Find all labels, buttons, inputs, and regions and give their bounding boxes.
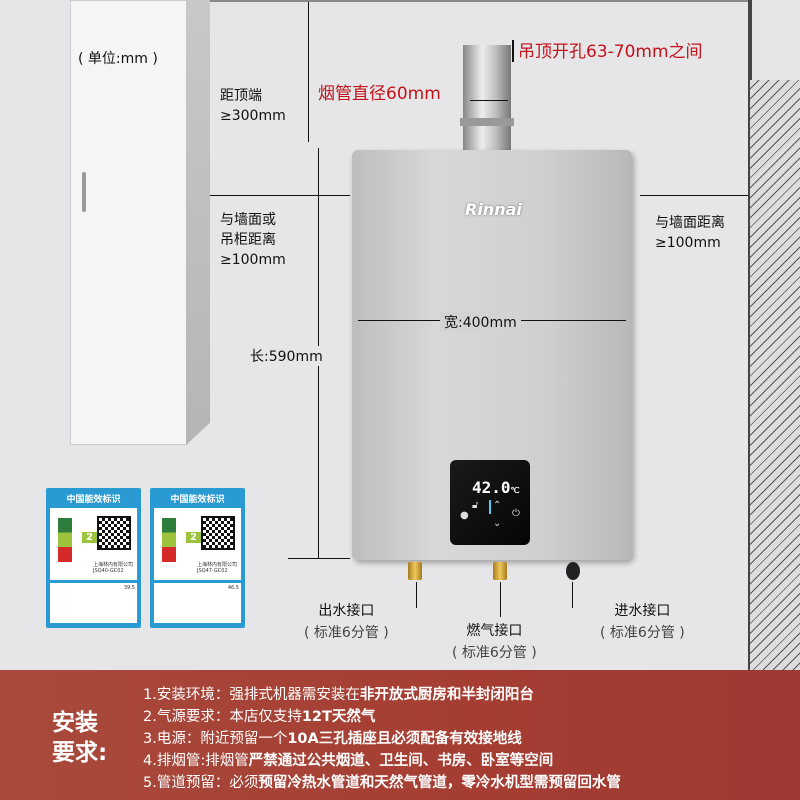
- outlet-leader: [416, 582, 417, 608]
- brand-logo: Rinnai: [465, 200, 522, 219]
- length-label: 长:590mm: [250, 346, 323, 366]
- grade-bar: [58, 518, 72, 562]
- wall-cabinet-side: [186, 0, 210, 445]
- power-button[interactable]: ⏻: [512, 508, 520, 519]
- requirements-list: 1.安装环境：强排式机器需安装在非开放式厨房和半封闭阳台 2.气源要求：本店仅支…: [143, 684, 621, 794]
- left-clearance-label: 与墙面或吊柜距离≥100mm: [220, 212, 286, 268]
- requirements-panel: [0, 670, 800, 800]
- requirement-item: 1.安装环境：强排式机器需安装在非开放式厨房和半封闭阳台: [143, 687, 534, 703]
- length-dim-base: [288, 558, 350, 559]
- cabinet-handle: [82, 172, 86, 212]
- outlet-valve: [408, 562, 422, 580]
- top-clearance-line: [308, 2, 309, 142]
- flue-pipe-band: [460, 118, 514, 126]
- ceiling-hole-label: 吊顶开孔63-70mm之间: [518, 42, 703, 62]
- right-wall-hatch: [750, 80, 800, 670]
- requirement-item: 5.管道预留：必须预留冷热水管道和天然气管道，零冷水机型需预留回水管: [143, 775, 621, 791]
- requirement-item: 3.电源：附近预留一个10A三孔插座且必须配备有效接地线: [143, 731, 522, 747]
- requirement-item: 2.气源要求：本店仅支持12T天然气: [143, 709, 376, 725]
- inlet-leader: [572, 582, 573, 608]
- flue-dim-line: [470, 100, 508, 101]
- ceiling-line: [210, 0, 750, 2]
- requirements-title: 安装要求:: [52, 710, 108, 766]
- hole-marker: [512, 40, 514, 62]
- wall-cabinet: [70, 0, 188, 445]
- requirement-item: 4.排烟管:排烟管严禁通过公共烟道、卫生间、书房、卧室等空间: [143, 753, 554, 769]
- temperature-display: 42.0℃: [472, 478, 520, 497]
- inlet-valve: [566, 562, 580, 580]
- lock-button[interactable]: 🔓︎: [472, 500, 479, 511]
- gas-valve: [493, 562, 507, 580]
- left-clearance-line: [210, 195, 350, 196]
- grade-bar: [162, 518, 176, 562]
- flue-diameter-label: 烟管直径60mm: [318, 84, 441, 104]
- top-clearance-label: 距顶端≥300mm: [220, 88, 286, 124]
- up-button[interactable]: ⌃: [493, 500, 502, 511]
- qr-code-icon: [201, 516, 235, 550]
- width-label: 宽:400mm: [440, 312, 521, 332]
- right-clearance-label: 与墙面距离≥100mm: [655, 215, 725, 251]
- level-indicator: [489, 500, 491, 514]
- inlet-label: 进水接口( 标准6分管 ): [600, 603, 685, 641]
- down-button[interactable]: ⌄: [493, 518, 502, 529]
- outlet-label: 出水接口( 标准6分管 ): [304, 603, 389, 641]
- right-clearance-line: [640, 195, 748, 196]
- unit-note: ( 单位:mm ): [78, 51, 158, 67]
- qr-code-icon: [97, 516, 131, 550]
- gas-leader: [500, 582, 501, 617]
- mode-button[interactable]: ●: [460, 510, 469, 521]
- gas-label: 燃气接口( 标准6分管 ): [452, 623, 537, 661]
